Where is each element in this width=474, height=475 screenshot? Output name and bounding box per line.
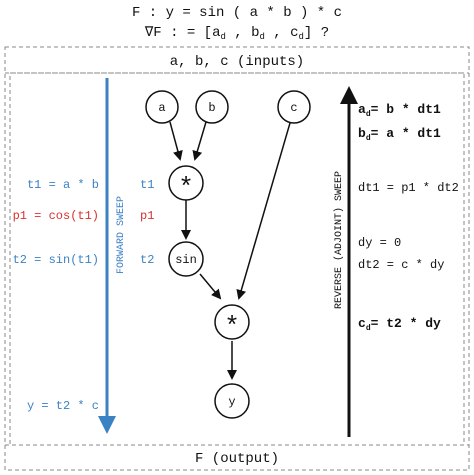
reverse-step-dt1: dt1 = p1 * dt2 [358,181,459,195]
edge-label-t1: t1 [140,178,154,192]
svg-text:y: y [228,395,235,409]
edge-b-to-mul1 [192,121,207,161]
edge-label-t2: t2 [140,253,154,267]
forward-sweep-arrowhead [98,416,116,434]
reverse-step-ad: ad= b * dt1 [358,102,441,119]
edge-sin-to-mul2 [199,273,222,300]
svg-text:sin: sin [175,253,197,267]
inputs-label: a, b, c (inputs) [170,54,304,70]
header-gradient-question: ∇F : = [ad , bd , cd] ? [144,25,329,42]
reverse-step-dt2: dt2 = c * dy [358,258,444,272]
forward-sweep-label: FORWARD SWEEP [116,196,127,274]
output-label: F (output) [195,451,279,467]
node-y: y [214,383,250,419]
node-sin: sin [168,241,204,277]
svg-text:*: * [224,312,240,342]
node-a: a [145,90,179,124]
node-b: b [195,90,229,124]
reverse-step-cd: cd= t2 * dy [358,316,441,333]
svg-text:*: * [178,173,194,203]
reverse-step-bd: bd= a * dt1 [358,126,441,143]
forward-step-t1: t1 = a * b [27,178,99,192]
svg-text:a: a [158,101,165,115]
forward-step-t2: t2 = sin(t1) [13,253,99,267]
edge-label-p1: p1 [140,209,154,223]
edge-a-to-mul1 [169,121,183,161]
svg-text:c: c [290,101,297,115]
reverse-sweep-arrowhead [340,86,358,104]
edge-c-to-mul2 [236,122,291,300]
svg-text:b: b [208,101,215,115]
forward-step-p1: p1 = cos(t1) [13,209,99,223]
header-function-definition: F : y = sin ( a * b ) * c [132,5,342,21]
node-c: c [277,90,311,124]
node-mul1: * [168,165,204,203]
reverse-step-dy: dy = 0 [358,236,401,250]
node-mul2: * [214,304,250,342]
reverse-sweep-label: REVERSE (ADJOINT) SWEEP [333,171,345,309]
outer-dashed-frame [4,46,470,471]
forward-step-y: y = t2 * c [27,399,99,413]
